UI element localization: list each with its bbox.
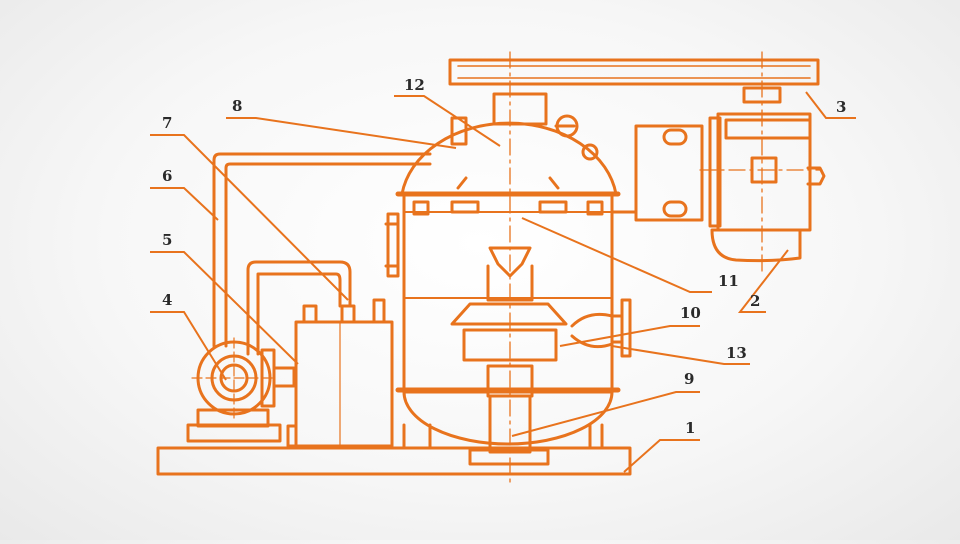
motor — [448, 58, 826, 263]
callout-4: 4 — [162, 291, 172, 309]
callout-2: 2 — [750, 292, 760, 310]
callout-7: 7 — [162, 114, 172, 132]
leader-line-9 — [511, 391, 700, 437]
leader-line-2 — [737, 249, 789, 313]
callout-10: 10 — [680, 304, 701, 322]
leader-line-6 — [150, 187, 219, 221]
callout-11: 11 — [718, 272, 739, 290]
base-frame — [156, 423, 632, 476]
callout-3: 3 — [836, 98, 846, 116]
leader-line-8 — [226, 117, 457, 149]
leader-line-3 — [805, 91, 856, 119]
pump — [186, 337, 296, 443]
tank — [286, 298, 394, 448]
callout-8: 8 — [232, 97, 242, 115]
leader-line-10 — [559, 325, 700, 347]
piping — [212, 152, 432, 356]
leader-line-12 — [394, 95, 501, 147]
callout-6: 6 — [162, 167, 172, 185]
callout-labels: 1 2 3 4 5 6 7 8 9 10 11 12 13 — [162, 76, 846, 437]
leader-line-1 — [623, 439, 700, 473]
callout-13: 13 — [726, 344, 747, 362]
leader-line-11 — [521, 217, 712, 293]
leader-line-13 — [611, 345, 750, 365]
callout-1: 1 — [685, 419, 695, 437]
callout-12: 12 — [404, 76, 425, 94]
vessel — [384, 92, 632, 454]
leader-line-5 — [150, 251, 299, 365]
leader-line-7 — [150, 134, 349, 301]
leader-lines — [150, 91, 856, 473]
callout-5: 5 — [162, 231, 172, 249]
leader-line-4 — [150, 311, 227, 381]
centerlines — [399, 51, 823, 487]
callout-9: 9 — [684, 370, 694, 388]
